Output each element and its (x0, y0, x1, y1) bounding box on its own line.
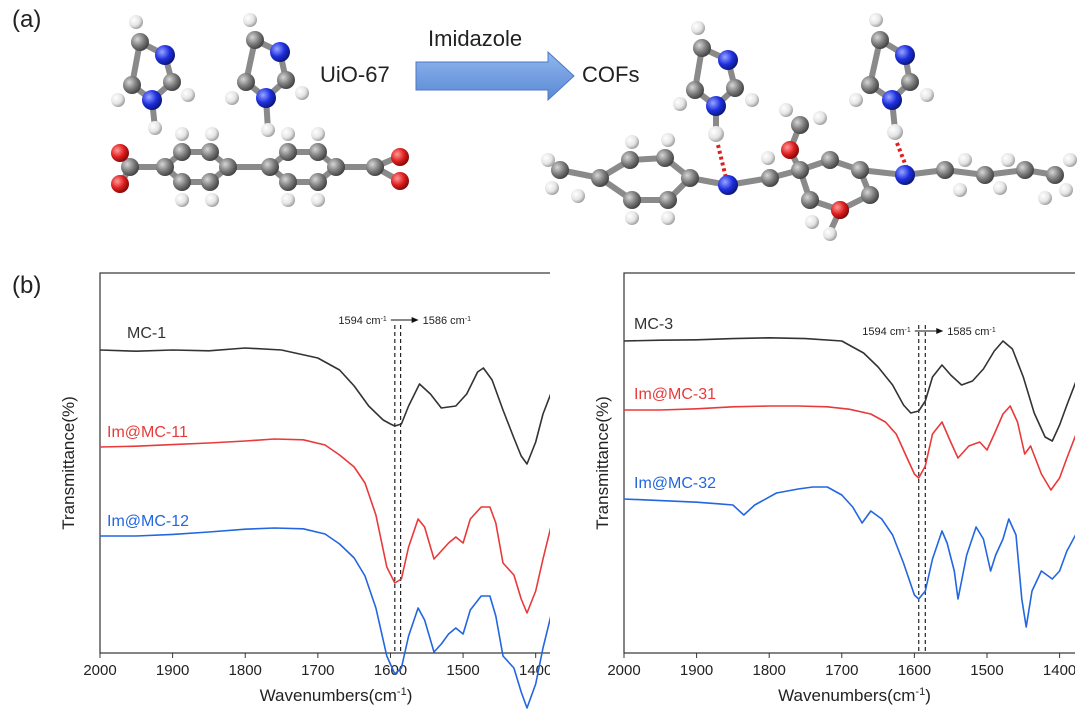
series-label-MC-3: MC-3 (634, 316, 673, 333)
series-line-Im@MC-31 (624, 405, 1075, 491)
x-tick-label: 1600 (898, 662, 931, 679)
uio67-molecule (111, 13, 409, 207)
series-label-Im@MC-32: Im@MC-32 (634, 475, 716, 492)
plot-frame (99, 272, 550, 654)
x-axis-label: Wavenumbers(cm-1) (778, 686, 931, 705)
x-tick-label: 1500 (970, 662, 1003, 679)
y-axis-label: Transmittance(%) (60, 396, 78, 530)
x-tick-label: 1500 (446, 662, 479, 679)
peak-shift-start-label: 1594 cm-1 (862, 326, 911, 338)
ftir-chart-right: 2000 1900 1800 1700 1600 1500 1400Wavenumbers(… (593, 272, 1075, 705)
start-label: UiO-67 (320, 62, 390, 87)
x-tick-label: 1800 (229, 662, 262, 679)
scheme-diagram (111, 13, 1077, 241)
series-line-Im@MC-32 (623, 486, 1075, 628)
reaction-arrow (415, 50, 575, 102)
y-axis-label: Transmittance(%) (593, 396, 612, 530)
series-label-MC-1: MC-1 (127, 325, 166, 342)
peak-shift-arrowhead (936, 328, 944, 334)
series-line-MC-3 (623, 337, 1075, 442)
cof-molecule (541, 13, 1077, 241)
plot-frame (623, 272, 1075, 654)
x-tick-label: 1400 (1043, 662, 1075, 679)
x-tick-label: 1600 (374, 662, 407, 679)
x-tick-label: 1900 (156, 662, 189, 679)
peak-shift-start-label: 1594 cm-1 (338, 315, 387, 327)
panel-b-label: (b) (12, 272, 42, 299)
series-label-Im@MC-12: Im@MC-12 (107, 513, 189, 530)
series-label-Im@MC-31: Im@MC-31 (634, 386, 716, 403)
series-line-Im@MC-12 (100, 527, 550, 709)
product-label: COFs (582, 62, 640, 87)
x-tick-label: 2000 (83, 662, 116, 679)
series-line-MC-1 (99, 347, 550, 465)
x-tick-label: 1900 (680, 662, 713, 679)
ftir-chart-left: 2000 1900 1800 1700 1600 1500 1400Wavenumbers(… (60, 272, 550, 709)
peak-shift-end-label: 1585 cm-1 (947, 326, 996, 338)
series-label-Im@MC-11: Im@MC-11 (107, 424, 188, 441)
series-line-Im@MC-11 (99, 438, 550, 614)
reagent-label: Imidazole (428, 26, 523, 51)
x-axis-label: Wavenumbers(cm-1) (260, 686, 413, 705)
peak-shift-arrowhead (411, 317, 419, 323)
x-tick-label: 1400 (519, 662, 550, 679)
x-tick-label: 1700 (301, 662, 334, 679)
x-tick-label: 1700 (825, 662, 858, 679)
panel-a-label: (a) (12, 6, 42, 33)
x-tick-label: 1800 (753, 662, 786, 679)
peak-shift-end-label: 1586 cm-1 (423, 315, 472, 327)
x-tick-label: 2000 (607, 662, 640, 679)
